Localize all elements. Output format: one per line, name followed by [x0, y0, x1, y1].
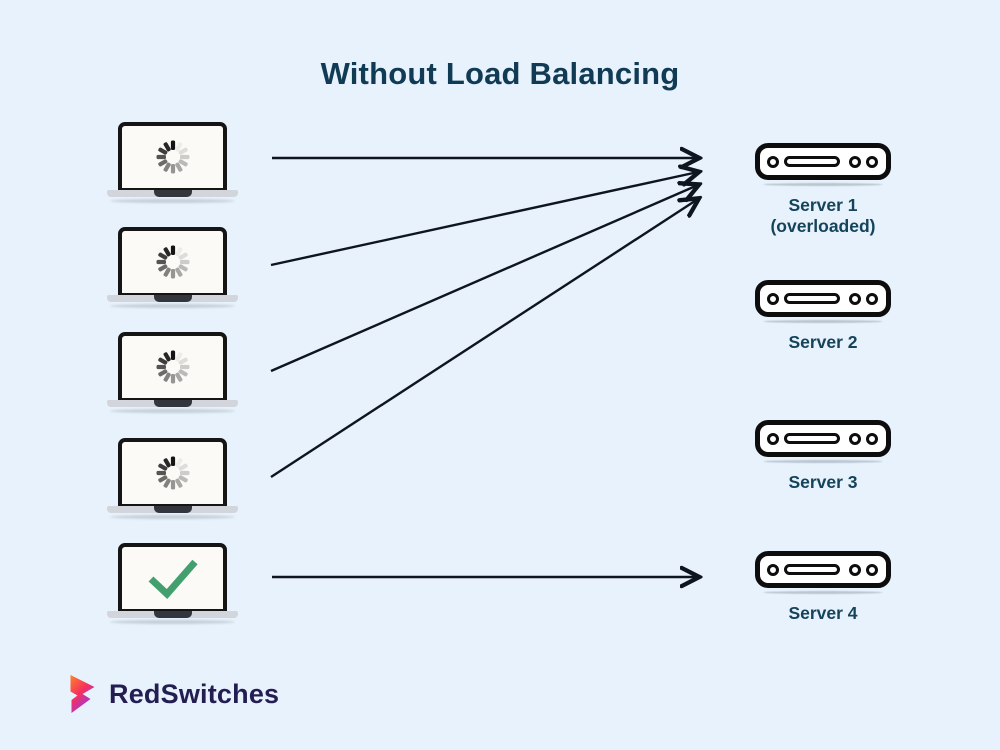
server-led-icon	[767, 155, 779, 168]
client-laptop-1	[107, 122, 238, 206]
server-led-icon	[866, 563, 878, 576]
server-drive-slot-icon	[784, 293, 840, 304]
server-1: Server 1 (overloaded)	[755, 143, 891, 237]
laptop-base	[107, 611, 238, 618]
server-drive-slot-icon	[784, 156, 840, 167]
laptop-screen	[118, 227, 227, 297]
server-label: Server 2	[788, 332, 858, 352]
server-led-icon	[767, 563, 779, 576]
laptop-base	[107, 400, 238, 407]
server-led-icon	[866, 432, 878, 445]
laptop-base	[107, 295, 238, 302]
arrow-client3-server1	[270, 185, 698, 373]
client-laptop-5	[107, 543, 238, 627]
client-laptop-2	[107, 227, 238, 311]
client-laptop-3	[107, 332, 238, 416]
loading-spinner-icon	[156, 350, 189, 384]
server-3: Server 3	[755, 420, 891, 493]
server-led-icon	[767, 292, 779, 305]
server-led-icon	[849, 563, 861, 576]
arrow-client4-server1	[270, 199, 698, 479]
laptop-screen	[118, 543, 227, 613]
loading-spinner-icon	[156, 245, 189, 279]
server-label: Server 4	[788, 603, 858, 623]
server-led-icon	[866, 292, 878, 305]
server-label: Server 1	[788, 195, 858, 215]
server-4: Server 4	[755, 551, 891, 624]
server-drive-slot-icon	[784, 564, 840, 575]
arrow-client2-server1	[270, 172, 698, 267]
server-icon	[755, 280, 891, 317]
laptop-screen	[118, 438, 227, 508]
laptop-base	[107, 506, 238, 513]
server-sublabel: (overloaded)	[770, 216, 876, 236]
server-icon	[755, 143, 891, 180]
check-icon	[148, 559, 198, 600]
server-label: Server 3	[788, 472, 858, 492]
server-led-icon	[866, 155, 878, 168]
server-icon	[755, 551, 891, 588]
server-drive-slot-icon	[784, 433, 840, 444]
loading-spinner-icon	[156, 456, 189, 490]
loading-spinner-icon	[156, 140, 189, 174]
laptop-screen	[118, 122, 227, 192]
laptop-screen	[118, 332, 227, 402]
diagram-title: Without Load Balancing	[320, 56, 680, 91]
server-icon	[755, 420, 891, 457]
client-laptop-4	[107, 438, 238, 522]
server-led-icon	[767, 432, 779, 445]
server-led-icon	[849, 155, 861, 168]
redswitches-logo-icon	[70, 675, 95, 713]
server-led-icon	[849, 292, 861, 305]
brand-logo: RedSwitches	[63, 672, 279, 716]
server-2: Server 2	[755, 280, 891, 353]
brand-name: RedSwitches	[109, 678, 280, 709]
server-led-icon	[849, 432, 861, 445]
laptop-base	[107, 190, 238, 197]
